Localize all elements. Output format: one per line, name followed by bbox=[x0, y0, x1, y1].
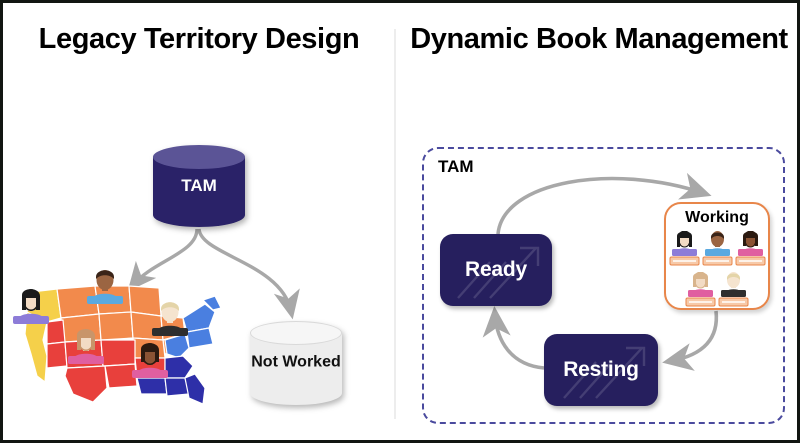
state-label-resting: Resting bbox=[563, 358, 639, 381]
map-rep-avatar bbox=[66, 326, 106, 371]
cylinder-top bbox=[250, 321, 342, 345]
working-person-avatar bbox=[735, 230, 766, 272]
working-person-avatar bbox=[718, 272, 749, 313]
state-label-working: Working bbox=[685, 209, 749, 226]
tam-cylinder-label: TAM bbox=[181, 176, 217, 196]
tam-cylinder: TAM bbox=[153, 145, 245, 227]
state-card-working[interactable]: Working bbox=[664, 202, 770, 310]
us-map-svg bbox=[24, 285, 222, 405]
working-person-avatar bbox=[702, 231, 733, 272]
map-region-texas bbox=[64, 365, 108, 403]
map-region-california bbox=[24, 311, 48, 383]
state-box-ready[interactable]: Ready bbox=[440, 234, 552, 306]
not-worked-cylinder-label: Not Worked bbox=[251, 353, 341, 371]
left-panel-title: Legacy Territory Design bbox=[38, 23, 360, 55]
state-label-ready: Ready bbox=[464, 258, 528, 281]
map-region-e-1 bbox=[164, 333, 190, 359]
working-person-avatar bbox=[685, 271, 716, 313]
growth-arrow-watermark bbox=[457, 246, 540, 299]
right-panel-title: Dynamic Book Management bbox=[410, 23, 788, 55]
tam-container-label: TAM bbox=[438, 157, 474, 176]
map-region-sw-2 bbox=[46, 341, 68, 369]
map-region-florida bbox=[184, 373, 206, 405]
map-rep-avatar bbox=[150, 298, 190, 343]
map-region-newengland bbox=[202, 295, 222, 311]
cylinder-top bbox=[153, 145, 245, 169]
us-territory-map bbox=[13, 270, 232, 408]
tam-container: TAM bbox=[422, 147, 785, 424]
working-people-row bbox=[669, 230, 766, 272]
working-people-row bbox=[670, 271, 764, 313]
panel-legacy-territory: Legacy Territory Design TAM bbox=[3, 3, 395, 440]
not-worked-cylinder: Not Worked bbox=[250, 321, 342, 405]
working-people-grid bbox=[669, 230, 766, 313]
map-rep-avatar bbox=[130, 340, 170, 385]
map-rep-avatar bbox=[85, 266, 125, 311]
map-region-s-2 bbox=[104, 363, 138, 389]
state-box-resting[interactable]: Resting bbox=[544, 334, 658, 406]
panel-dynamic-book-management: Dynamic Book Management bbox=[395, 3, 797, 440]
growth-arrow-watermark bbox=[563, 346, 646, 399]
map-rep-avatar bbox=[11, 286, 51, 331]
arrow-tam-to-map bbox=[127, 228, 199, 292]
panel-divider bbox=[394, 29, 396, 419]
working-person-avatar bbox=[669, 230, 700, 272]
map-region-ne-2 bbox=[186, 327, 214, 349]
